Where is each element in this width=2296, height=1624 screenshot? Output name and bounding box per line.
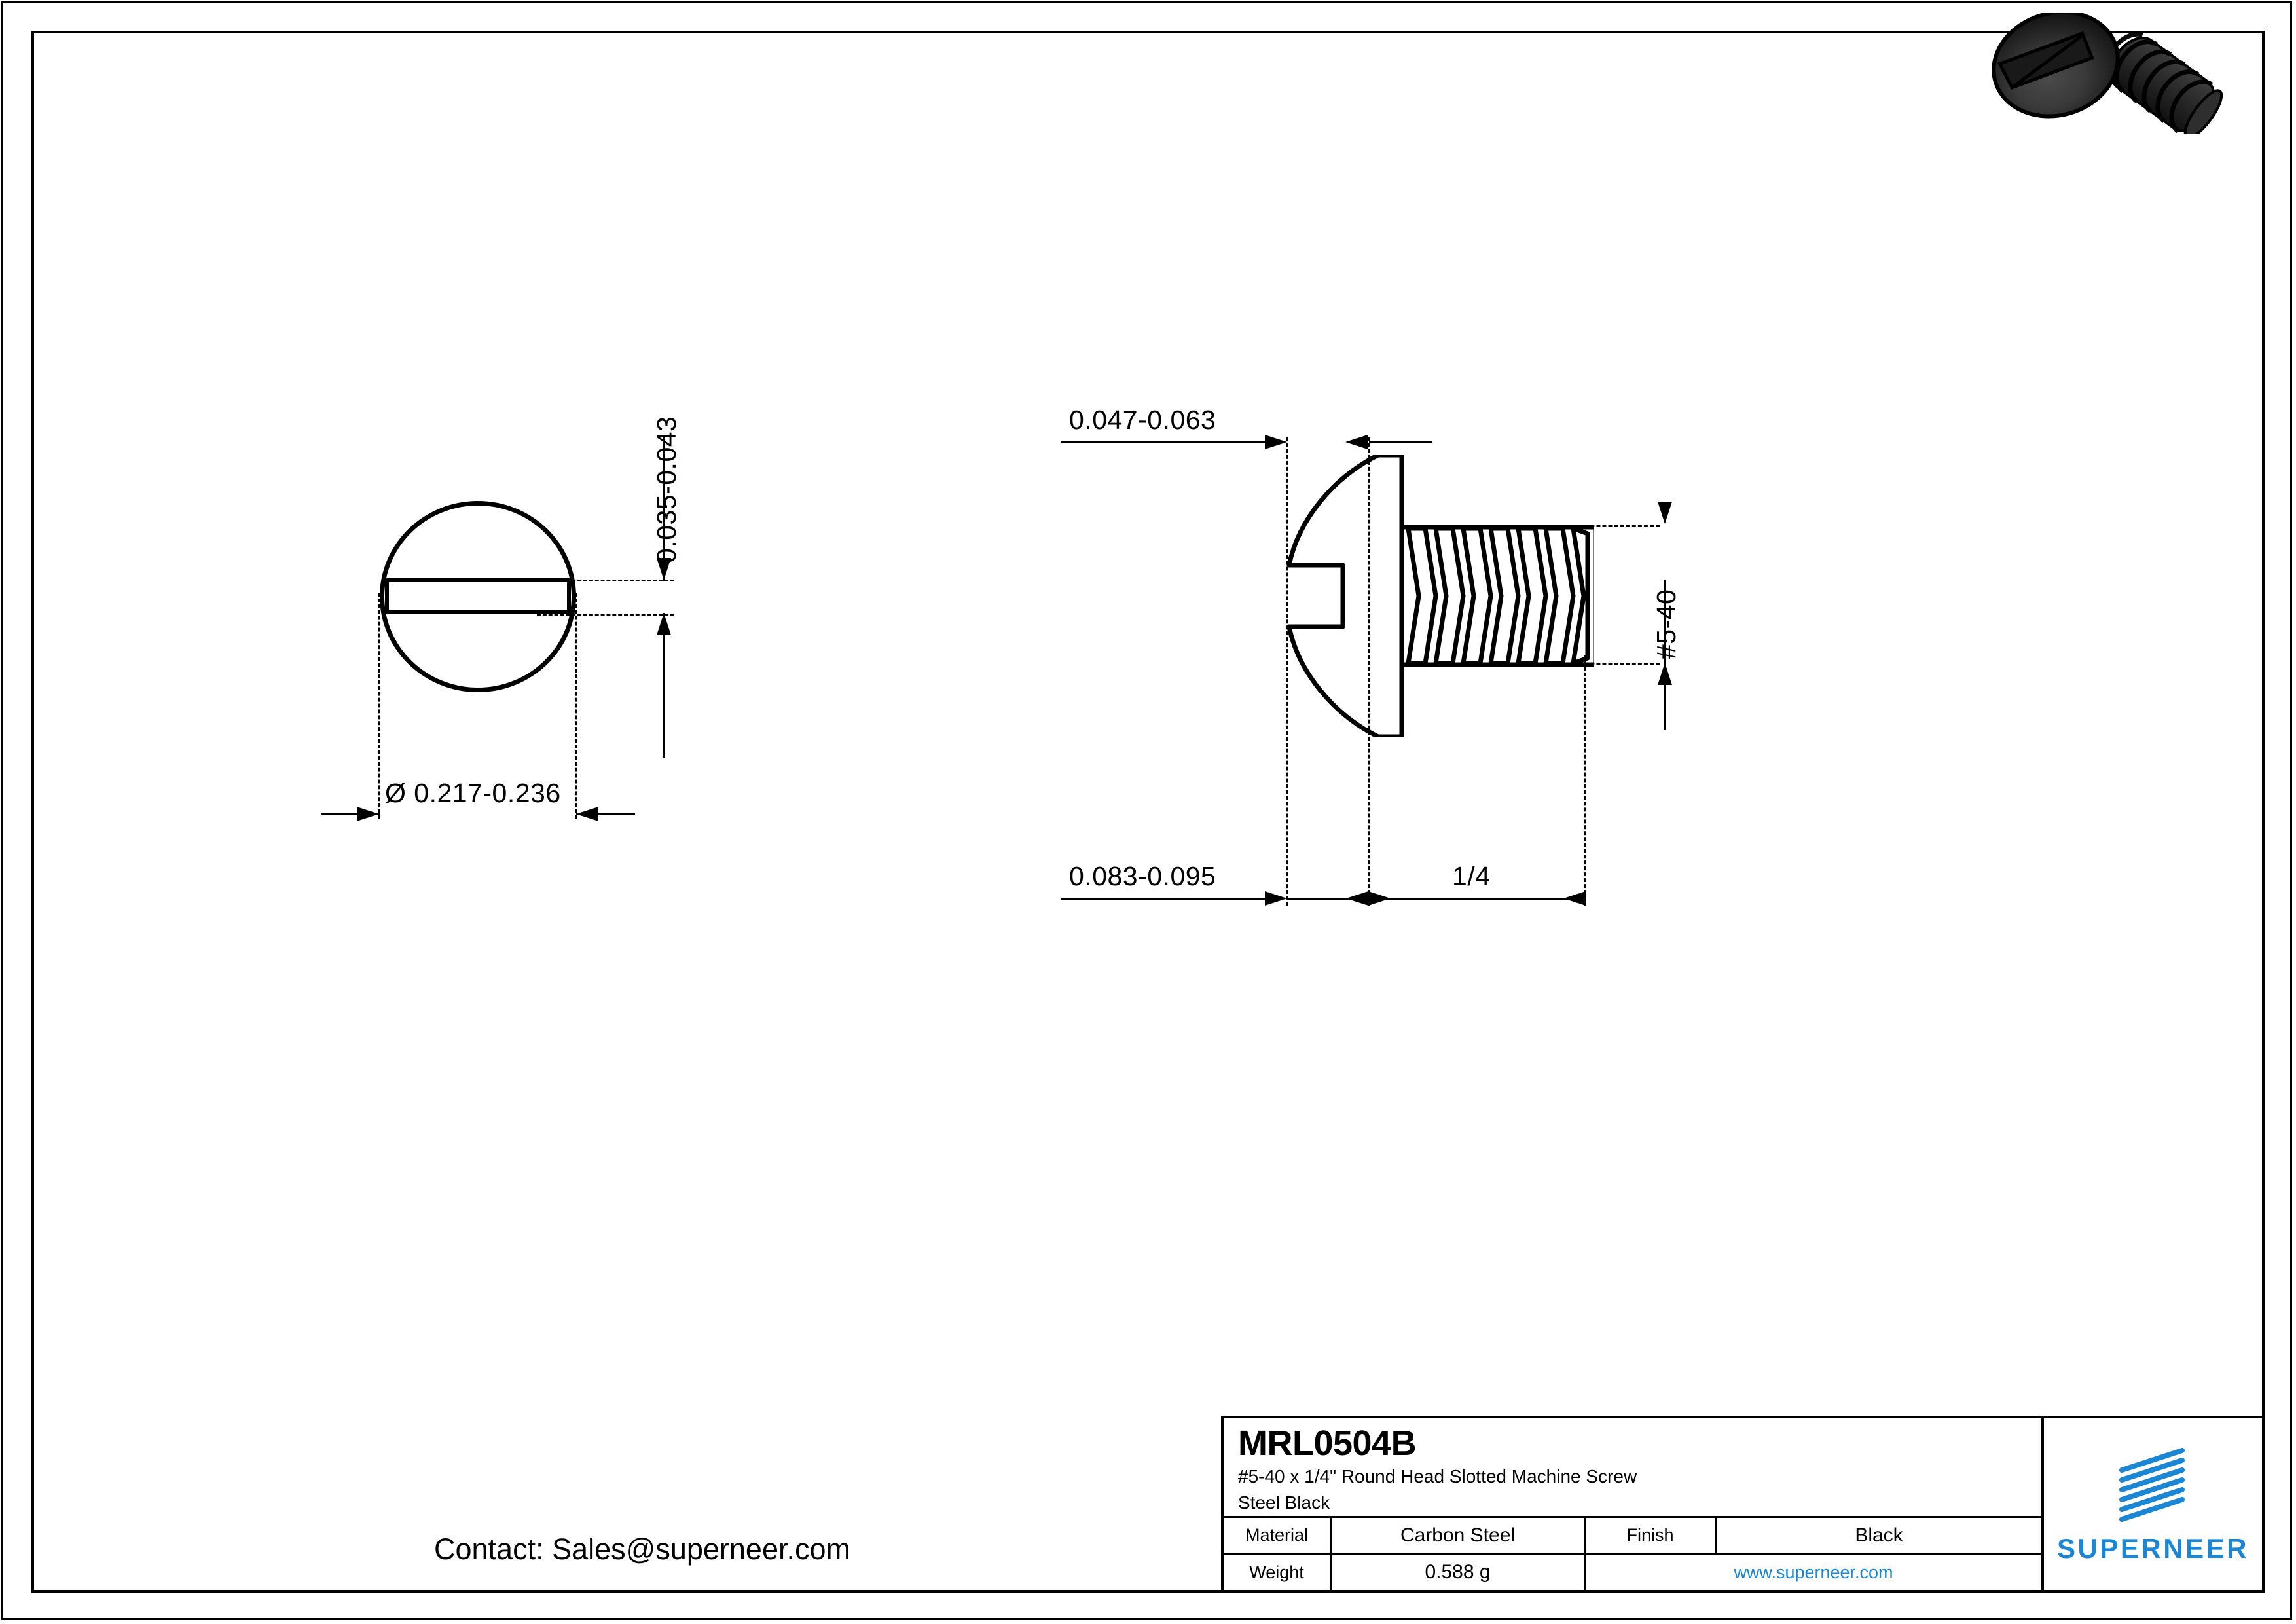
diameter-ext-line-right [575,593,577,819]
drawing-frame-border [31,31,2265,1593]
head-height-dim-line-left [1061,441,1265,443]
material-value: Carbon Steel [1332,1518,1586,1553]
thread-dim-line-lower [1664,661,1666,730]
contact-text: Contact: Sales@superneer.com [434,1532,850,1566]
slot-depth-arrow-right [1346,891,1368,906]
head-diameter-dim-text: Ø 0.217-0.236 [385,778,561,808]
thread-size-dim-text: #5-40 [1651,589,1681,659]
website-link[interactable]: www.superneer.com [1734,1562,1893,1582]
finish-value: Black [1855,1524,1903,1546]
diameter-arrow-right [576,807,598,821]
brand-logo-cell: SUPERNEER [2044,1418,2262,1590]
shank-length-dim-line [1368,898,1586,900]
weight-website-row: Weight 0.588 g www.superneer.com [1224,1555,2041,1590]
shank-length-arrow-right [1563,891,1586,906]
part-number: MRL0504B [1238,1424,1417,1463]
side-ext-line-head-left [1286,437,1288,906]
screw-3d-svg [1992,10,2223,139]
part-description-line1: #5-40 x 1/4" Round Head Slotted Machine … [1238,1466,1637,1487]
slot-width-arrow-lower [657,613,671,635]
thread-ext-line-top [1555,525,1660,527]
diameter-ext-line-left [378,593,380,819]
superneer-logo-icon [2119,1448,2185,1522]
head-height-arrow-left [1265,435,1287,449]
weight-label: Weight [1224,1555,1332,1590]
slot-width-ext-line-top [537,580,674,581]
title-block-description: MRL0504B #5-40 x 1/4" Round Head Slotted… [1224,1418,2041,1518]
head-top-view [380,501,576,692]
screw-side-view [1280,452,1598,739]
thread-dim-line-upper [1664,580,1666,714]
head-height-dim-line-right [1369,441,1432,443]
title-block-info: MRL0504B #5-40 x 1/4" Round Head Slotted… [1224,1418,2044,1590]
thread-arrow-lower [1658,663,1672,685]
side-ext-line-shank-end [1584,655,1586,906]
slot-depth-inner-line [1287,898,1368,900]
weight-value: 0.588 g [1332,1555,1586,1590]
part-description-line2: Steel Black [1238,1492,1330,1513]
title-block: MRL0504B #5-40 x 1/4" Round Head Slotted… [1221,1416,2265,1593]
diameter-arrow-left [357,807,379,821]
material-label: Material [1224,1518,1332,1553]
thread-ext-line-bottom [1555,663,1660,665]
screw-side-svg [1286,452,1598,739]
head-outline-circle [380,501,576,692]
slot-width-ext-line-bottom [537,614,674,616]
slot-depth-dim-line [1061,898,1265,900]
shank-length-dim-text: 1/4 [1452,861,1491,891]
slot-width-dim-line-upper [663,435,665,581]
side-ext-line-head-right [1368,437,1370,906]
brand-name: SUPERNEER [2057,1533,2249,1564]
head-slot-rectangle [385,578,571,614]
head-height-dim-text: 0.047-0.063 [1069,405,1216,435]
material-finish-row: Material Carbon Steel Finish Black [1224,1518,2041,1555]
finish-label: Finish [1586,1518,1717,1553]
slot-depth-dim-text: 0.083-0.095 [1069,861,1216,891]
diameter-dim-line-left [321,813,380,815]
slot-width-arrow-upper [657,558,671,580]
screw-3d-render [1990,10,2278,139]
slot-width-dim-line-lower [663,613,665,758]
slot-width-dim-text: 0.035-0.043 [651,416,682,563]
diameter-dim-line-right [576,813,635,815]
thread-arrow-upper [1658,502,1672,524]
slot-depth-arrow-left [1265,891,1287,906]
shank-length-arrow-left [1368,891,1391,906]
head-height-arrow-right [1345,435,1368,449]
